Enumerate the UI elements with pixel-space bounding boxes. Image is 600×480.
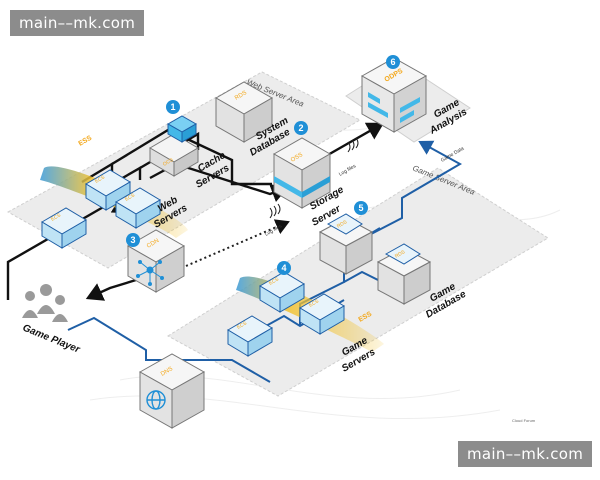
svg-text:2: 2 <box>298 123 303 133</box>
watermark-top: main––mk.com <box>10 10 145 36</box>
watermark-bottom: main––mk.com <box>458 441 593 467</box>
ecs-tag-web-3: ECS <box>50 212 62 223</box>
svg-text:1: 1 <box>170 102 175 112</box>
game-rds-stack-2: RDS <box>376 243 432 305</box>
log-files-label-2: Log files <box>264 223 284 238</box>
web-ecs-box-3 <box>41 207 87 249</box>
badge-2: 2 <box>294 121 308 135</box>
badge-1: 1 <box>166 100 180 114</box>
globe-icon <box>146 390 166 410</box>
badge-4: 4 <box>277 261 291 275</box>
credit-text: Cloud Forum <box>512 418 536 423</box>
dns-tag: DNS <box>160 366 174 378</box>
svg-text:3: 3 <box>130 235 135 245</box>
game-rds-stack-1: RDS <box>318 213 374 275</box>
rds-tag-game-2: RDS <box>394 249 407 260</box>
rds-tag-system: RDS <box>234 90 248 102</box>
odps-bars <box>368 92 420 123</box>
step-badges: 1 2 3 4 5 6 <box>126 55 400 275</box>
svg-text:5: 5 <box>358 203 363 213</box>
dns-node: DNS <box>138 353 206 429</box>
game-player-node: Game Player <box>21 284 82 356</box>
rds-tag-game-1: RDS <box>336 219 349 230</box>
cdn-tag: CDN <box>146 238 160 250</box>
ecs-tag-web-1: ECS <box>94 174 106 185</box>
cdn-storage-dotted-link <box>185 219 290 267</box>
badge-6: 6 <box>386 55 400 69</box>
game-ecs-box-1 <box>259 271 305 313</box>
ocs-tag: OCS <box>162 157 175 168</box>
game-ecs-box-3 <box>227 315 273 357</box>
ecs-tag-game-1: ECS <box>268 276 280 287</box>
badge-3: 3 <box>126 233 140 247</box>
game-ecs-box-2 <box>299 293 345 335</box>
cdn-node: CDN <box>126 229 186 293</box>
ecs-tag-web-2: ECS <box>124 192 136 203</box>
log-files-label-1: Log files <box>338 163 358 178</box>
cdn-network-icon <box>136 260 164 286</box>
players-icon <box>22 284 68 322</box>
web-servers-group: ESS ECS ECS ECS Web Servers <box>40 135 190 249</box>
oss-tag-storage: OSS <box>290 152 304 164</box>
game-analysis-node: ODPS Game Analysis <box>360 57 470 137</box>
badge-5: 5 <box>354 201 368 215</box>
signal-marks <box>269 137 359 219</box>
ecs-tag-game-3: ECS <box>236 320 248 331</box>
svg-text:6: 6 <box>390 57 395 67</box>
ess-tag-web: ESS <box>78 135 94 148</box>
game-database-node: RDS RDS Game Database <box>318 213 468 321</box>
svg-text:4: 4 <box>281 263 286 273</box>
web-ecs-box-1 <box>85 169 131 211</box>
ecs-tag-game-2: ECS <box>308 298 320 309</box>
cache-servers-node: OCS Cache Servers <box>149 115 232 191</box>
web-ecs-box-2 <box>115 187 161 229</box>
